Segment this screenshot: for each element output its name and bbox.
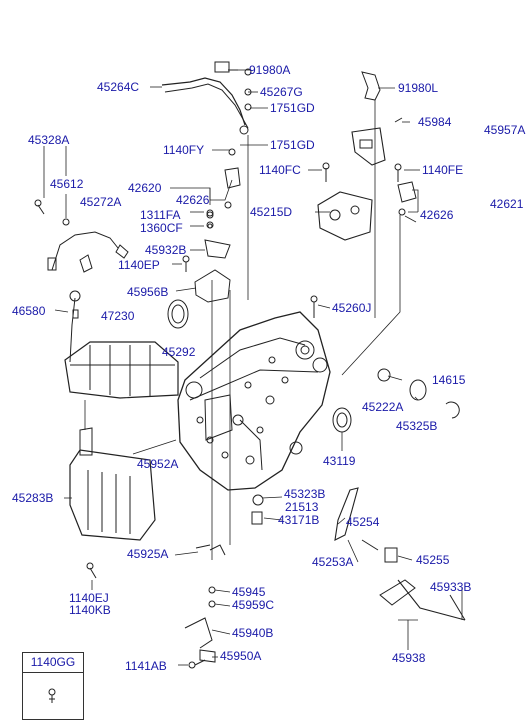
transaxle-case xyxy=(177,311,331,491)
label-1751GD-top[interactable]: 1751GD xyxy=(270,101,315,115)
drain-plug xyxy=(251,494,264,525)
seal-rings xyxy=(167,299,460,433)
label-45253A[interactable]: 45253A xyxy=(312,555,354,569)
label-45215D[interactable]: 45215D xyxy=(250,205,293,219)
pipe-assembly xyxy=(161,61,249,135)
label-45328A[interactable]: 45328A xyxy=(28,133,70,147)
legend-box: 1140GG xyxy=(22,652,84,720)
bracket-45957A xyxy=(351,127,386,166)
label-91980L[interactable]: 91980L xyxy=(398,81,439,95)
bolt-icon xyxy=(48,688,56,703)
manual-shaft xyxy=(379,579,466,621)
bracket-45215D xyxy=(317,191,373,241)
wire-harness xyxy=(47,231,129,273)
label-45933B[interactable]: 45933B xyxy=(430,580,472,594)
label-45952A[interactable]: 45952A xyxy=(137,457,179,471)
speed-sensor-42620 xyxy=(224,148,241,209)
label-1311FA[interactable]: 1311FA xyxy=(140,208,181,222)
label-45925A[interactable]: 45925A xyxy=(127,547,169,561)
oil-pan xyxy=(69,427,156,541)
label-43171B[interactable]: 43171B xyxy=(278,513,320,527)
label-1751GD-mid[interactable]: 1751GD xyxy=(270,138,315,152)
shift-lever xyxy=(334,487,398,563)
label-42626-left[interactable]: 42626 xyxy=(176,193,210,207)
label-45945[interactable]: 45945 xyxy=(232,585,266,599)
label-1140FY[interactable]: 1140FY xyxy=(163,143,205,157)
label-1140FC[interactable]: 1140FC xyxy=(259,163,301,177)
label-42620[interactable]: 42620 xyxy=(128,181,162,195)
label-42626-right[interactable]: 42626 xyxy=(420,208,454,222)
label-45254[interactable]: 45254 xyxy=(346,515,380,529)
label-45292[interactable]: 45292 xyxy=(162,345,196,359)
leader-lines xyxy=(43,69,463,666)
legend-divider xyxy=(23,672,83,673)
legend-title[interactable]: 1140GG xyxy=(30,655,76,669)
label-1140KB[interactable]: 1140KB xyxy=(69,603,111,617)
label-1140EJ[interactable]: 1140EJ xyxy=(69,591,109,605)
label-45222A[interactable]: 45222A xyxy=(362,400,404,414)
label-14615[interactable]: 14615 xyxy=(432,373,466,387)
label-45283B[interactable]: 45283B xyxy=(12,491,54,505)
label-45950A[interactable]: 45950A xyxy=(220,649,262,663)
label-1140EP[interactable]: 1140EP xyxy=(118,258,160,272)
label-45957A[interactable]: 45957A xyxy=(484,123,526,137)
speed-sensor-42621 xyxy=(397,181,417,216)
label-91980A[interactable]: 91980A xyxy=(249,63,291,77)
bolts xyxy=(34,68,403,669)
label-45272A[interactable]: 45272A xyxy=(80,195,122,209)
label-45612[interactable]: 45612 xyxy=(50,177,84,191)
label-45325B[interactable]: 45325B xyxy=(396,419,438,433)
inhibitor-switch xyxy=(194,209,231,303)
label-45959C[interactable]: 45959C xyxy=(232,598,275,612)
label-45323B[interactable]: 45323B xyxy=(284,487,326,501)
label-45938[interactable]: 45938 xyxy=(392,651,426,665)
shift-cable xyxy=(184,544,226,663)
label-45264C[interactable]: 45264C xyxy=(97,80,140,94)
label-46580[interactable]: 46580 xyxy=(12,304,46,318)
label-1360CF[interactable]: 1360CF xyxy=(140,221,183,235)
label-43119[interactable]: 43119 xyxy=(323,454,356,468)
label-1140FE[interactable]: 1140FE xyxy=(422,163,464,177)
label-42621[interactable]: 42621 xyxy=(490,197,524,211)
oil-level-gauge xyxy=(69,290,81,363)
label-45932B[interactable]: 45932B xyxy=(145,243,187,257)
oil-filter xyxy=(64,341,179,399)
label-21513[interactable]: 21513 xyxy=(285,500,319,514)
label-47230[interactable]: 47230 xyxy=(101,309,135,323)
label-45255[interactable]: 45255 xyxy=(416,553,450,567)
label-45984[interactable]: 45984 xyxy=(418,115,452,129)
label-45260J[interactable]: 45260J xyxy=(332,301,372,315)
label-1141AB[interactable]: 1141AB xyxy=(125,659,167,673)
label-45940B[interactable]: 45940B xyxy=(232,626,274,640)
label-45267G[interactable]: 45267G xyxy=(260,85,303,99)
bracket-91980L xyxy=(361,71,381,101)
label-45956B[interactable]: 45956B xyxy=(127,285,169,299)
